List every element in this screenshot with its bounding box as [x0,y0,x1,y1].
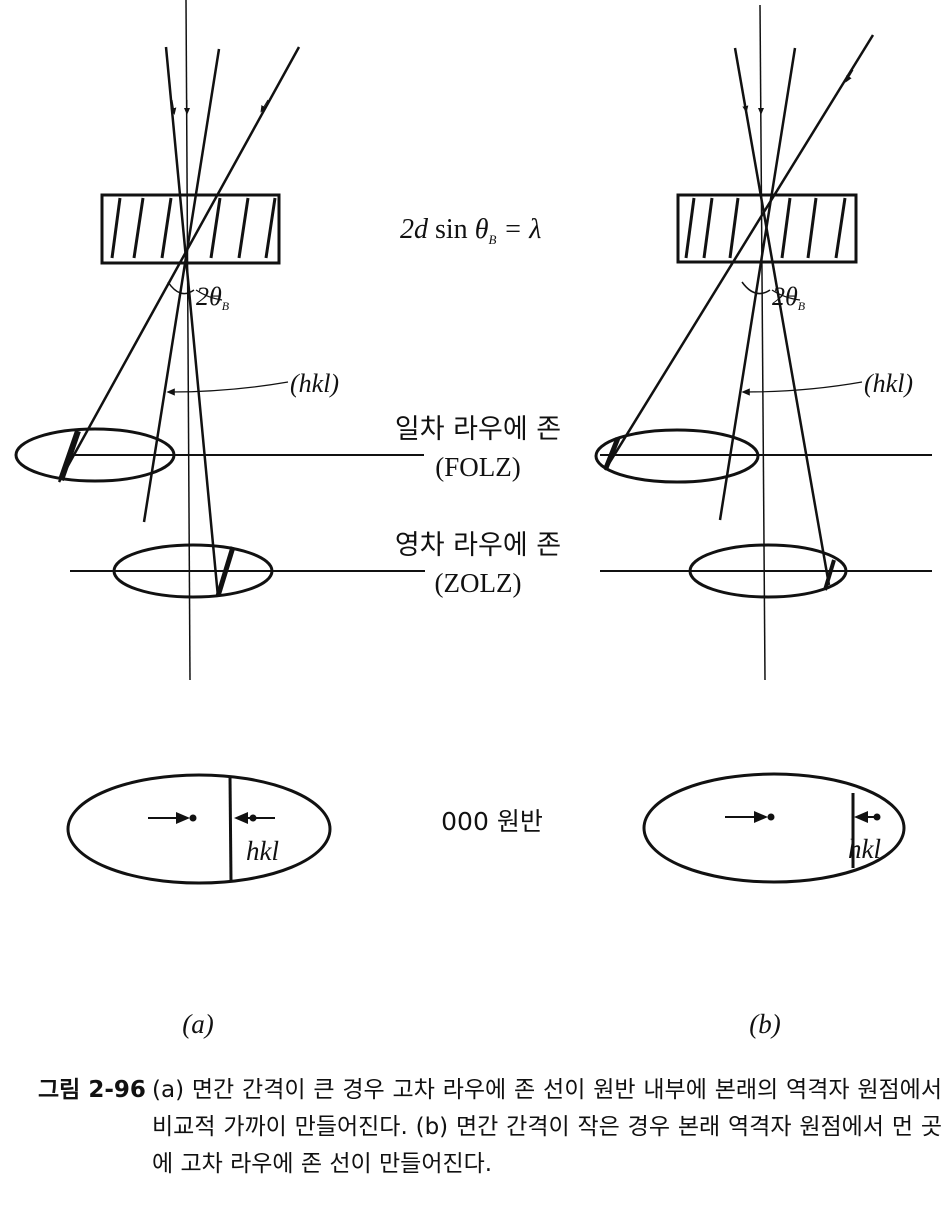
disc-b: hkl [642,772,906,884]
panel-b-ray-diagram [594,4,932,681]
hkl-label: hkl [848,834,881,864]
panel-a-ray-diagram [14,0,425,681]
zolz-label: 영차 라우에 존 [395,530,561,561]
caption-label: 그림 2-96 [38,1077,146,1103]
angle-label-a: 2θB [196,282,230,313]
optic-axis [759,4,766,681]
crystal-slab [676,193,858,264]
plane-leader [741,381,863,396]
folz-label: 일차 라우에 존 [395,414,561,445]
incident-ray-2 [718,47,797,521]
crystal-slab [100,193,281,265]
lattice-planes [684,197,847,259]
lattice-planes [110,197,277,259]
angle-arc [741,281,771,295]
panel-b-label: (b) [749,1009,780,1039]
incident-ray-diffracted [733,47,831,586]
folz-abbr: (FOLZ) [435,452,520,482]
panel-a-label: (a) [182,1009,213,1039]
incident-ray-oblique [57,46,301,483]
disc-a: hkl [66,773,332,885]
incident-ray-2 [142,48,221,523]
angle-leader [771,289,801,301]
hoLZ-line [228,775,233,883]
hkl-label: hkl [246,836,279,866]
plane-label-b: (hkl) [864,369,913,398]
origin-dot [189,814,197,822]
zolz-abbr: (ZOLZ) [435,568,522,598]
origin-dot [767,813,775,821]
bragg-equation: 2d sin θB = λ [400,214,541,247]
disc-label: 000 원반 [441,807,543,836]
plane-leader [166,381,289,396]
angle-leader [195,289,223,301]
plane-label-a: (hkl) [290,369,339,398]
angle-arc [167,281,195,295]
incident-ray-diffracted [164,46,220,598]
caption-text: (a) 면간 간격이 큰 경우 고차 라우에 존 선이 원반 내부에 본래의 역… [152,1077,942,1177]
angle-label-b: 2θB [772,282,806,313]
incident-ray-oblique [603,34,875,471]
